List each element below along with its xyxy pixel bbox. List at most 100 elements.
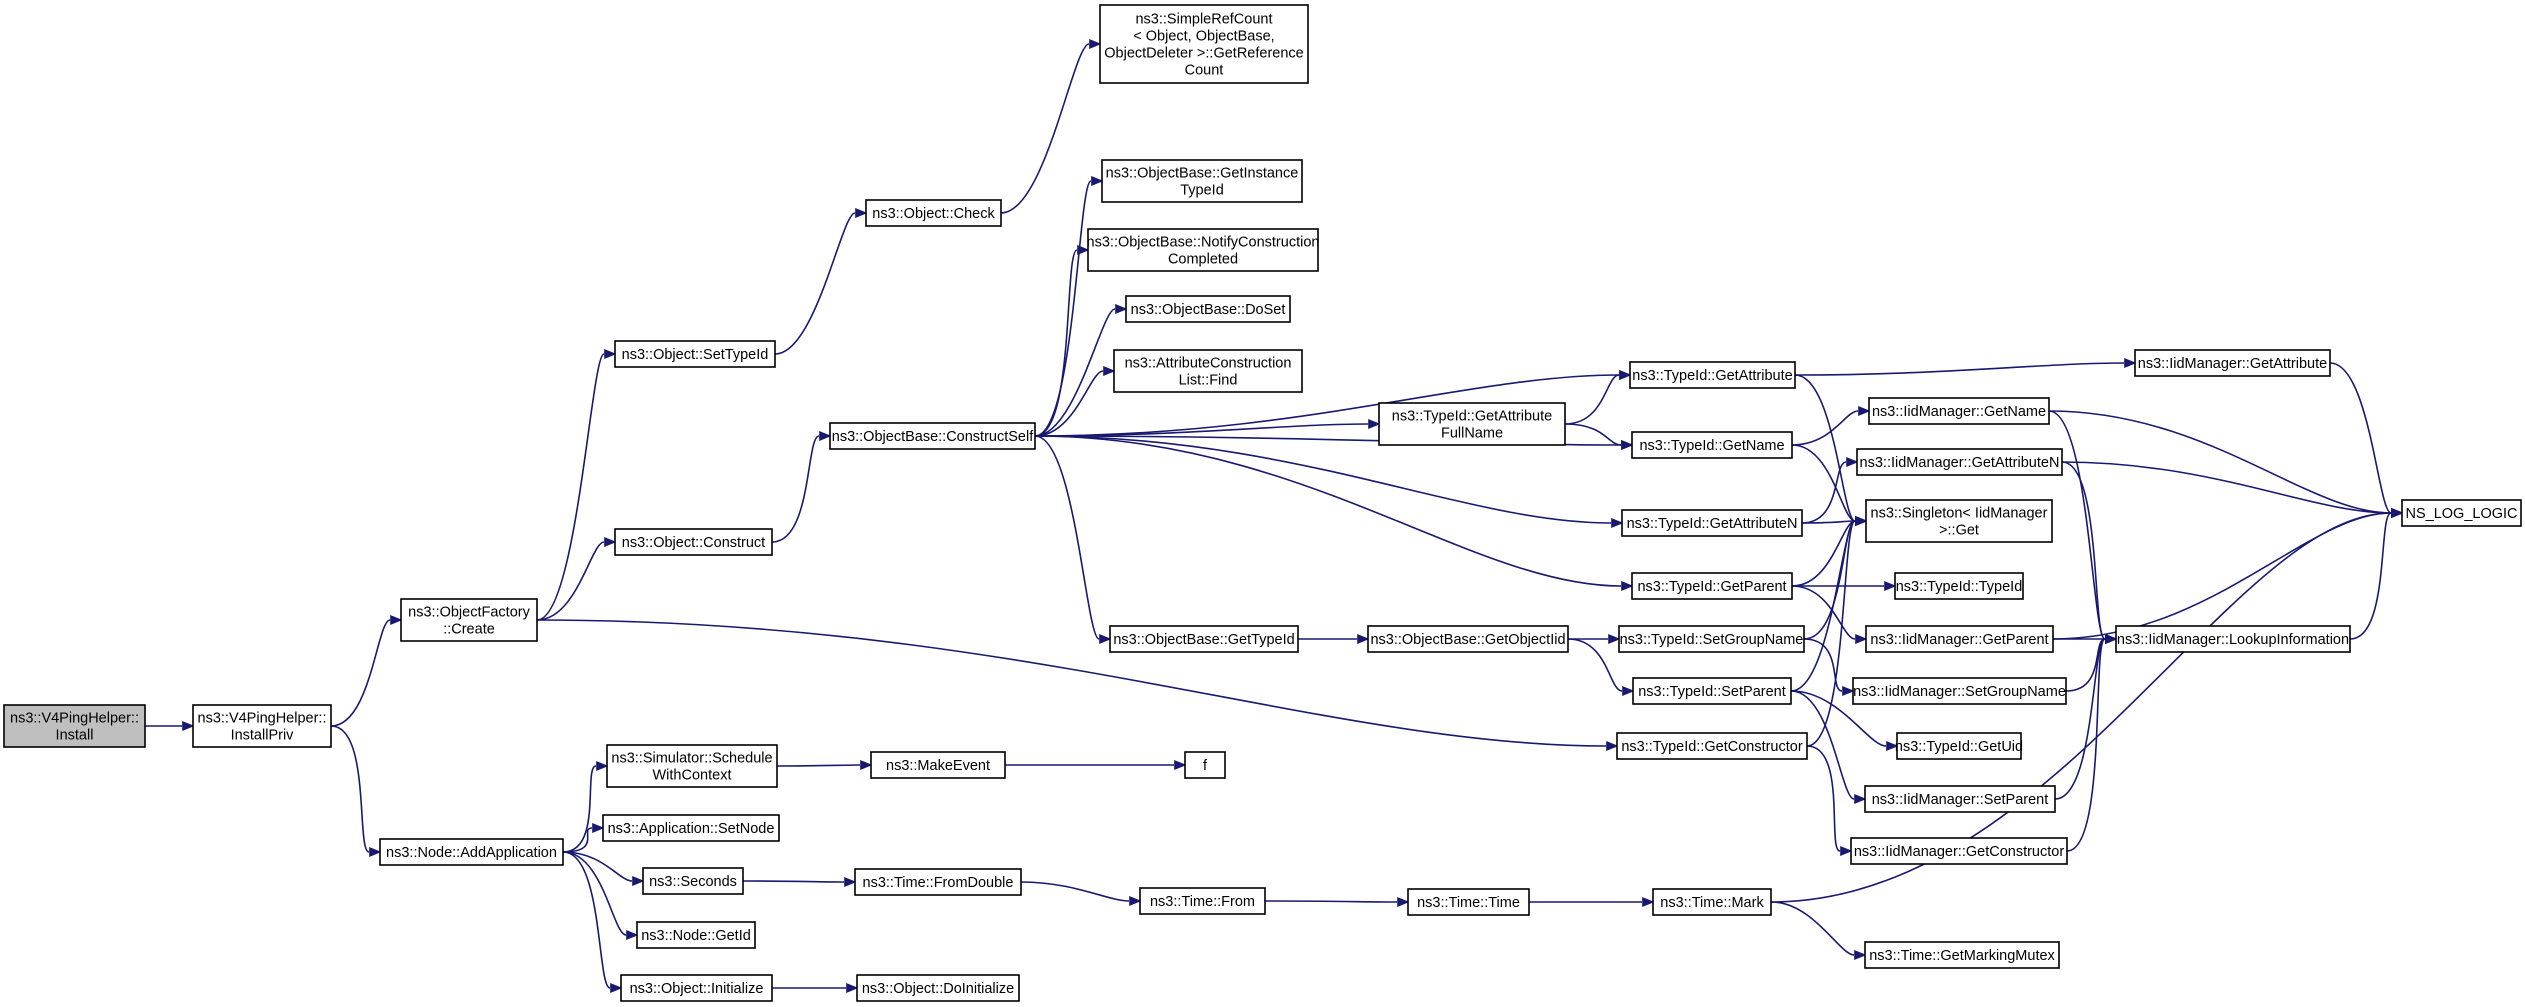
function-node-install[interactable]: ns3::V4PingHelper::Install (3, 704, 146, 748)
function-node-gettypeid[interactable]: ns3::ObjectBase::GetTypeId (1109, 625, 1299, 653)
function-node-t_setgroupname[interactable]: ns3::TypeId::SetGroupName (1618, 625, 1805, 653)
function-node-i_getname[interactable]: ns3::IidManager::GetName (1868, 397, 2050, 425)
edge-arrowhead (1621, 440, 1634, 450)
function-node-initialize[interactable]: ns3::Object::Initialize (620, 974, 773, 1002)
function-node-lookup[interactable]: ns3::IidManager::LookupInformation (2115, 625, 2351, 653)
edge-arrowhead (1091, 176, 1104, 186)
function-node-check[interactable]: ns3::Object::Check (865, 199, 1002, 227)
node-box (1632, 677, 1792, 705)
edge-line (2052, 512, 2392, 640)
function-node-doset[interactable]: ns3::ObjectBase::DoSet (1125, 295, 1291, 323)
node-box (3, 704, 146, 748)
nodes-layer: ns3::V4PingHelper::Install ns3::V4PingHel… (3, 4, 2522, 1002)
function-node-f[interactable]: f (1184, 751, 1226, 779)
node-box (1852, 677, 2067, 705)
function-node-i_setgroupname[interactable]: ns3::IidManager::SetGroupName (1852, 677, 2067, 705)
function-node-fromdouble[interactable]: ns3::Time::FromDouble (854, 868, 1022, 896)
function-node-addapp[interactable]: ns3::Node::AddApplication (379, 838, 564, 866)
function-node-getmarkingmutex[interactable]: ns3::Time::GetMarkingMutex (1864, 941, 2060, 969)
edge-line (1791, 410, 1859, 446)
node-box (856, 974, 1020, 1002)
edge-arrowhead (1886, 741, 1899, 751)
function-node-t_typeid[interactable]: ns3::TypeId::TypeId (1894, 572, 2024, 600)
function-node-t_getparent[interactable]: ns3::TypeId::GetParent (1631, 572, 1793, 600)
edge-line (776, 764, 861, 767)
edge-line (2061, 461, 2392, 514)
node-label-line: >::Get (1939, 522, 1979, 538)
function-node-setnode[interactable]: ns3::Application::SetNode (602, 814, 780, 842)
function-node-makeevent[interactable]: ns3::MakeEvent (870, 751, 1006, 779)
function-node-constructself[interactable]: ns3::ObjectBase::ConstructSelf (829, 422, 1036, 450)
function-node-getobjectiid[interactable]: ns3::ObjectBase::GetObjectIid (1367, 625, 1569, 653)
edge-arrowhead (1089, 39, 1102, 49)
node-label-line: ns3::ObjectBase::ConstructSelf (832, 429, 1034, 445)
node-box (1109, 625, 1299, 653)
edge-arrowhead (1854, 950, 1867, 960)
node-label-line: ns3::Singleton< IidManager (1871, 505, 2048, 521)
function-node-i_getparent[interactable]: ns3::IidManager::GetParent (1865, 625, 2054, 653)
call-edge-schedule-to-makeevent (776, 760, 873, 770)
function-node-i_setparent[interactable]: ns3::IidManager::SetParent (1864, 785, 2056, 813)
function-node-notifyconstruction[interactable]: ns3::ObjectBase::NotifyConstructionCompl… (1087, 228, 1320, 272)
node-box (1616, 732, 1808, 760)
call-edge-addapp-to-setnode (562, 823, 605, 853)
call-edge-i_getname-to-nslog (2048, 410, 2404, 518)
function-node-settypeid[interactable]: ns3::Object::SetTypeId (614, 340, 776, 368)
node-label-line: List::Find (1179, 372, 1238, 388)
function-node-singleton[interactable]: ns3::Singleton< IidManager>::Get (1865, 499, 2053, 543)
edge-arrowhead (604, 349, 617, 359)
node-label-line: ns3::IidManager::GetName (1872, 404, 2046, 420)
node-label-line: ns3::TypeId::SetParent (1638, 684, 1786, 700)
node-label-line: Completed (1168, 251, 1238, 267)
function-node-t_getname[interactable]: ns3::TypeId::GetName (1631, 431, 1793, 459)
edge-line (771, 435, 820, 543)
call-edge-getattrfullname-to-t_getattribute (1564, 370, 1632, 425)
function-node-construct[interactable]: ns3::Object::Construct (614, 528, 773, 556)
function-node-doinitialize[interactable]: ns3::Object::DoInitialize (856, 974, 1020, 1002)
edge-arrowhead (1608, 634, 1621, 644)
node-label-line: ns3::Time::GetMarkingMutex (1869, 948, 2055, 964)
function-node-t_getattributen[interactable]: ns3::TypeId::GetAttributeN (1621, 509, 1803, 537)
node-label-line: ns3::Simulator::Schedule (611, 750, 772, 766)
function-node-i_getattributen[interactable]: ns3::IidManager::GetAttributeN (1856, 448, 2063, 476)
edge-line (562, 765, 597, 853)
node-label-line: TypeId (1180, 182, 1224, 198)
edge-arrowhead (1621, 581, 1634, 591)
edge-line (1034, 435, 1612, 524)
function-node-t_getuid[interactable]: ns3::TypeId::GetUid (1895, 732, 2023, 760)
function-node-installpriv[interactable]: ns3::V4PingHelper::InstallPriv (192, 704, 332, 748)
function-node-t_getconstructor[interactable]: ns3::TypeId::GetConstructor (1616, 732, 1808, 760)
function-node-seconds[interactable]: ns3::Seconds (642, 867, 744, 895)
node-box (854, 868, 1022, 896)
function-node-i_getconstructor[interactable]: ns3::IidManager::GetConstructor (1850, 837, 2068, 865)
function-node-nslog[interactable]: NS_LOG_LOGIC (2401, 499, 2522, 527)
node-label-line: ns3::MakeEvent (886, 758, 990, 774)
function-node-from[interactable]: ns3::Time::From (1139, 887, 1266, 915)
node-box (1865, 625, 2054, 653)
edge-line (1794, 362, 2125, 376)
function-node-time[interactable]: ns3::Time::Time (1407, 888, 1530, 916)
call-edge-mark-to-getmarkingmutex (1770, 901, 1867, 960)
function-node-t_setparent[interactable]: ns3::TypeId::SetParent (1632, 677, 1792, 705)
function-node-mark[interactable]: ns3::Time::Mark (1652, 888, 1772, 916)
edge-arrowhead (1619, 370, 1632, 380)
node-box (1864, 941, 2060, 969)
function-node-i_getattribute[interactable]: ns3::IidManager::GetAttribute (2134, 349, 2331, 377)
function-node-refcount[interactable]: ns3::SimpleRefCount< Object, ObjectBase,… (1099, 4, 1309, 84)
function-node-t_getattribute[interactable]: ns3::TypeId::GetAttribute (1629, 361, 1796, 389)
node-label-line: ns3::ObjectBase::GetTypeId (1113, 632, 1294, 648)
function-node-factory_create[interactable]: ns3::ObjectFactory::Create (400, 598, 538, 642)
edge-line (1034, 423, 1369, 437)
call-edge-fromdouble-to-from (1020, 881, 1142, 906)
edge-line (1020, 881, 1130, 902)
edge-line (1790, 690, 1855, 800)
function-node-getid[interactable]: ns3::Node::GetId (636, 921, 756, 949)
node-label-line: ns3::Time::Mark (1660, 895, 1764, 911)
call-edge-addapp-to-getid (562, 851, 639, 940)
node-label-line: ns3::Application::SetNode (608, 821, 775, 837)
